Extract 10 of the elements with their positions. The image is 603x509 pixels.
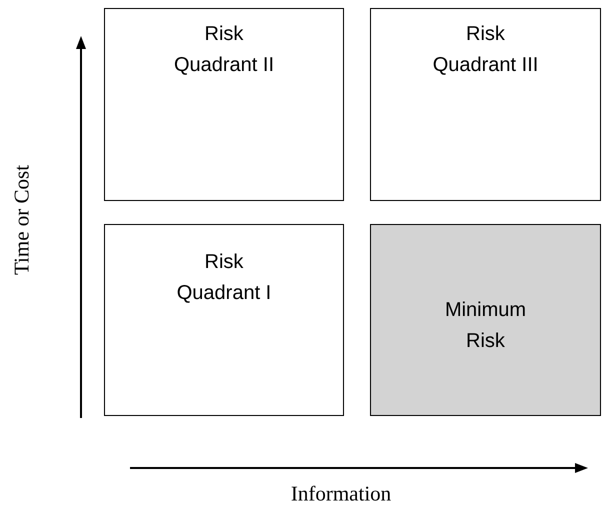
quadrant-label: Risk Quadrant I: [176, 250, 272, 306]
quadrant-label: Risk Quadrant III: [432, 22, 540, 78]
quadrant-box: [104, 224, 344, 416]
axis-label: Time or Cost: [10, 164, 34, 276]
quadrant-label: Minimum Risk: [444, 298, 528, 354]
quadrant-label: Risk Quadrant II: [172, 22, 276, 78]
quadrant-box: [370, 8, 601, 201]
quadrant-box: [370, 224, 601, 416]
quadrant-box: [104, 8, 344, 201]
axis-label: Information: [290, 482, 392, 506]
